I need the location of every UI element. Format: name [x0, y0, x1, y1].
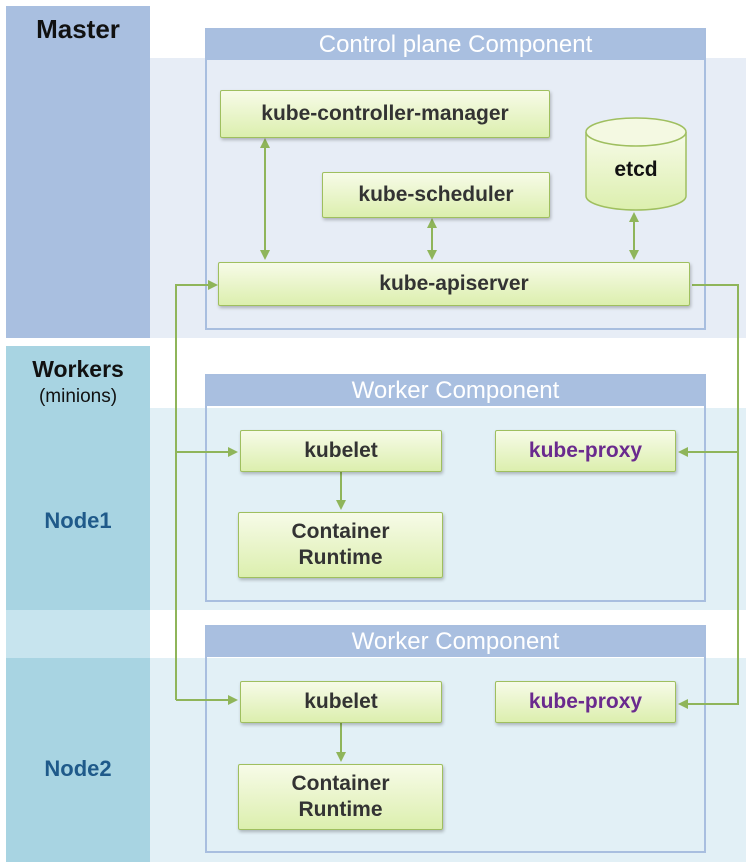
node1-container-runtime-box: Container Runtime	[238, 512, 443, 578]
workers-sublabel: (minions)	[38, 386, 118, 407]
node2-runtime-line1: Container	[291, 772, 390, 795]
workers-band-gap	[6, 610, 150, 658]
worker2-title: Worker Component	[207, 627, 704, 657]
workers-label: Workers	[32, 356, 124, 382]
node2-runtime-line2: Runtime	[298, 798, 383, 821]
control-plane-title: Control plane Component	[207, 30, 704, 60]
node1-runtime-line1: Container	[291, 520, 390, 543]
worker1-title: Worker Component	[207, 376, 704, 406]
master-label: Master	[36, 14, 120, 44]
node1-band	[6, 408, 150, 610]
master-band	[6, 58, 150, 338]
node2-kubelet-label: kubelet	[304, 690, 378, 713]
worker2-panel: Worker Component	[205, 625, 706, 853]
kube-controller-manager-label: kube-controller-manager	[261, 102, 509, 125]
kube-apiserver-label: kube-apiserver	[379, 272, 529, 295]
workers-band-header	[6, 346, 150, 408]
node1-kubelet-label: kubelet	[304, 439, 378, 462]
node1-kube-proxy-label: kube-proxy	[528, 439, 643, 462]
master-band-header	[6, 6, 150, 58]
node2-kubelet-box: kubelet	[240, 681, 442, 723]
etcd-cylinder-icon	[585, 117, 687, 211]
node1-label: Node1	[44, 508, 112, 533]
kube-scheduler-box: kube-scheduler	[322, 172, 550, 218]
kube-apiserver-box: kube-apiserver	[218, 262, 690, 306]
etcd-label: etcd	[614, 158, 658, 181]
node2-container-runtime-box: Container Runtime	[238, 764, 443, 830]
node2-kube-proxy-label: kube-proxy	[528, 690, 643, 713]
worker1-panel: Worker Component	[205, 374, 706, 602]
node1-kubelet-box: kubelet	[240, 430, 442, 472]
node2-kube-proxy-box: kube-proxy	[495, 681, 676, 723]
kube-controller-manager-box: kube-controller-manager	[220, 90, 550, 138]
node2-label: Node2	[44, 756, 112, 781]
connector-apiserver-kubelet1	[175, 280, 218, 700]
connector-apiserver-proxy	[678, 284, 739, 709]
node1-kube-proxy-box: kube-proxy	[495, 430, 676, 472]
node1-runtime-line2: Runtime	[298, 546, 383, 569]
control-plane-panel: Control plane Component	[205, 28, 706, 330]
kube-scheduler-label: kube-scheduler	[358, 183, 514, 206]
node2-band	[6, 658, 150, 862]
